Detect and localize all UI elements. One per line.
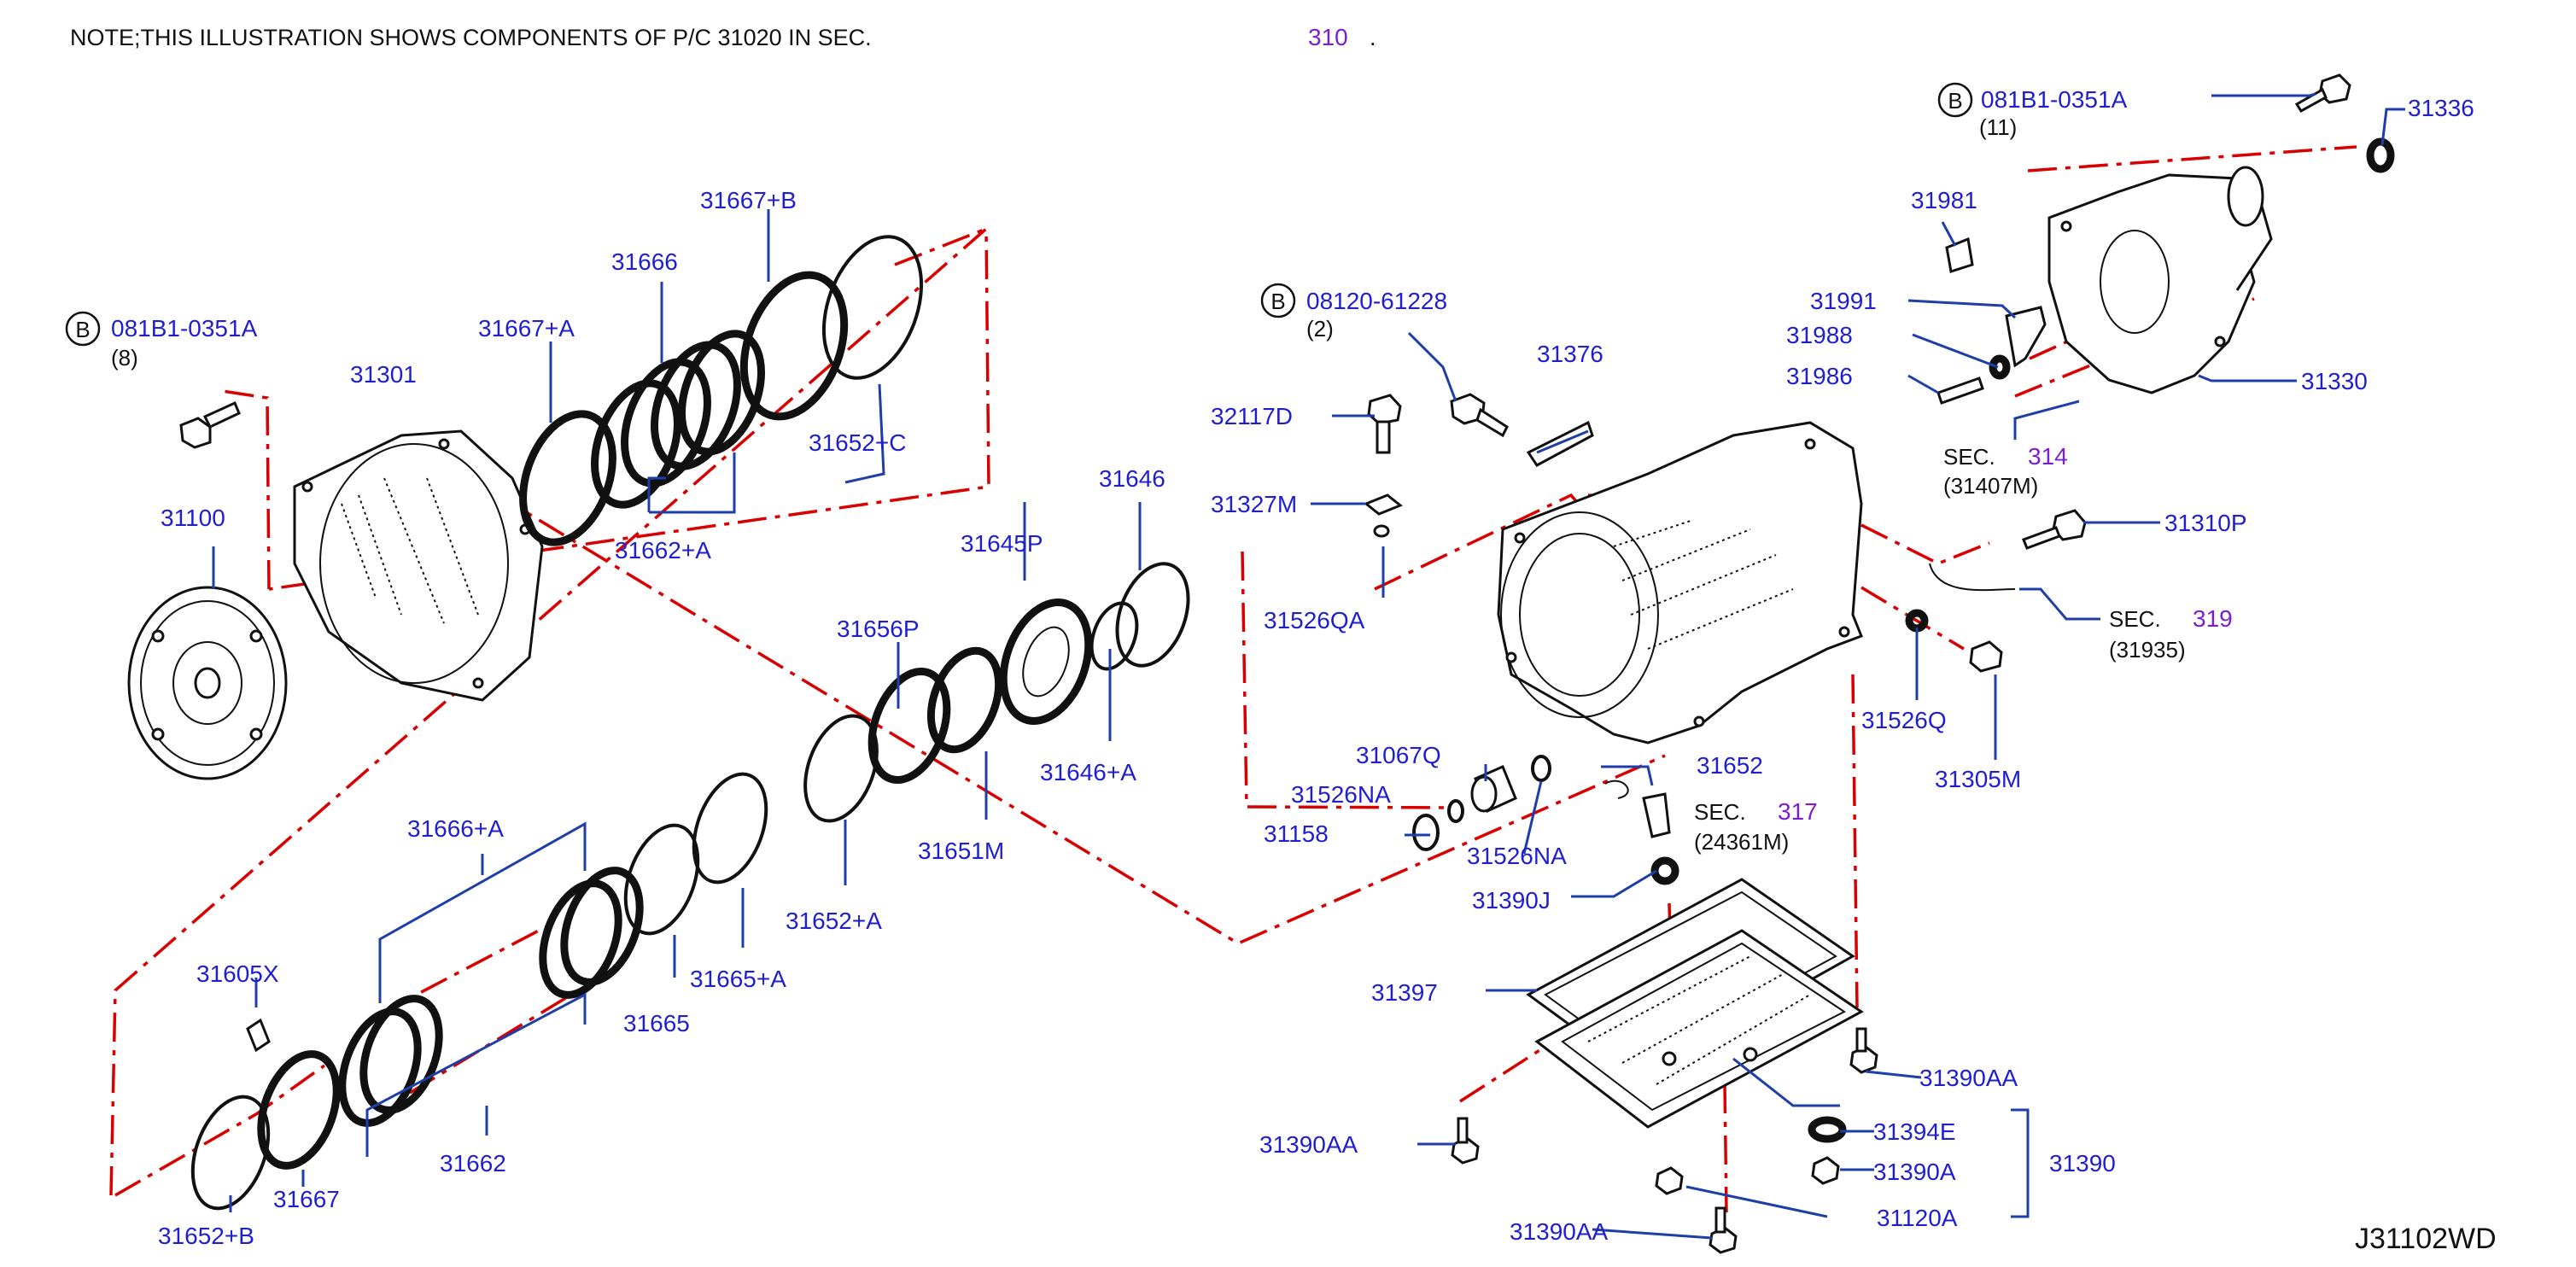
- part-label-31662-A: 31662+A: [615, 537, 711, 563]
- part-label-31390A: 31390A: [1873, 1159, 1956, 1185]
- part-label-31526Q: 31526Q: [1861, 707, 1947, 733]
- bolt-marker-left: B: [65, 311, 101, 347]
- bolt-left-drawing: [179, 400, 241, 449]
- torque-converter-drawing: [127, 586, 288, 780]
- note-suffix: .: [1370, 25, 1376, 50]
- sec314-code: (31407M): [1943, 473, 2038, 499]
- part-label-31667: 31667: [273, 1186, 340, 1212]
- part-label-31390AA-left: 31390AA: [1259, 1131, 1358, 1158]
- part-label-31988: 31988: [1786, 322, 1853, 348]
- part-label-31651M: 31651M: [918, 838, 1004, 864]
- part-label-31645P: 31645P: [961, 530, 1043, 557]
- part-label-31158: 31158: [1264, 820, 1329, 847]
- sec314-number: 314: [2028, 443, 2068, 470]
- converter-housing-drawing: [293, 429, 544, 702]
- part-label-31067Q: 31067Q: [1356, 742, 1441, 768]
- diagram-code: J31102WD: [2355, 1223, 2497, 1255]
- bolt-marker-middle: B: [1260, 283, 1296, 318]
- part-label-31667-A: 31667+A: [478, 315, 575, 342]
- transmission-case-drawing: [1497, 421, 1863, 744]
- part-label-31301: 31301: [350, 361, 417, 388]
- middle-rings-drawing: [803, 562, 1190, 823]
- part-label-31305M: 31305M: [1935, 766, 2021, 792]
- svg-text:B: B: [75, 317, 90, 342]
- oil-pan-drawing: [1526, 856, 1864, 1129]
- part-label-31376: 31376: [1537, 341, 1603, 367]
- part-label-31991: 31991: [1810, 288, 1877, 314]
- part-label-32117D: 32117D: [1211, 403, 1293, 429]
- part-label-31665-A: 31665+A: [690, 966, 786, 992]
- rear-extension-drawing: [2047, 137, 2395, 394]
- small-parts-drawing: [1364, 73, 2351, 1254]
- qty-label-left: (8): [111, 345, 138, 371]
- sec319-number: 319: [2193, 605, 2233, 632]
- part-label-31390AA-right: 31390AA: [1919, 1065, 2018, 1091]
- part-label-31665: 31665: [623, 1010, 690, 1036]
- part-label-31120A: 31120A: [1877, 1205, 1958, 1231]
- qty-label-middle: (2): [1306, 316, 1334, 342]
- part-label-31327M: 31327M: [1211, 491, 1297, 517]
- part-label-31652: 31652: [1697, 752, 1763, 779]
- part-label-31605X: 31605X: [196, 960, 279, 987]
- sec317-number: 317: [1778, 798, 1818, 825]
- upper-clutch-drawing: [519, 235, 924, 546]
- part-label-31397: 31397: [1371, 979, 1438, 1006]
- sec314-prefix: SEC.: [1943, 444, 1995, 470]
- part-label-31390AA-bottom: 31390AA: [1510, 1218, 1609, 1245]
- sec319-prefix: SEC.: [2109, 606, 2161, 632]
- part-label-08120-61228: 08120-61228: [1306, 288, 1447, 314]
- sec319-code: (31935): [2109, 637, 2186, 663]
- part-label-31646-A: 31646+A: [1040, 759, 1136, 785]
- part-label-31390J: 31390J: [1472, 887, 1551, 914]
- qty-label-right: (11): [1979, 114, 2017, 140]
- part-label-31667-B: 31667+B: [700, 187, 797, 213]
- part-label-31652-C: 31652+C: [809, 429, 906, 456]
- part-label-31656P: 31656P: [837, 616, 920, 642]
- part-label-31652-B: 31652+B: [158, 1223, 254, 1249]
- part-label-31652-A: 31652+A: [786, 908, 882, 934]
- part-label-31394E: 31394E: [1873, 1118, 1956, 1145]
- part-label-31981: 31981: [1911, 187, 1977, 213]
- bolt-marker-top-right: B: [1937, 82, 1973, 118]
- part-label-081B1-0351A-left: 081B1-0351A: [111, 315, 258, 342]
- svg-text:B: B: [1948, 88, 1962, 114]
- note-sec-number: 310: [1308, 24, 1348, 50]
- part-label-31666-A: 31666+A: [407, 815, 504, 842]
- part-label-31646: 31646: [1099, 465, 1165, 492]
- part-label-31310P: 31310P: [2164, 510, 2247, 536]
- sec317-code: (24361M): [1694, 829, 1789, 855]
- part-label-31336: 31336: [2408, 95, 2474, 121]
- note-text: NOTE;THIS ILLUSTRATION SHOWS COMPONENTS …: [70, 25, 872, 50]
- part-label-31100: 31100: [161, 505, 225, 531]
- part-label-31986: 31986: [1786, 363, 1853, 389]
- part-label-31390: 31390: [2049, 1150, 2116, 1176]
- part-label-31526NA-right: 31526NA: [1467, 843, 1567, 869]
- sec317-prefix: SEC.: [1694, 799, 1746, 825]
- part-label-31662: 31662: [440, 1150, 506, 1176]
- lower-clutch-drawing: [190, 772, 768, 1211]
- part-label-081B1-0351A-right: 081B1-0351A: [1981, 86, 2128, 113]
- leader-lines: [212, 92, 2405, 1240]
- part-label-31330: 31330: [2301, 368, 2368, 394]
- svg-text:B: B: [1270, 289, 1285, 314]
- part-label-31666: 31666: [611, 248, 678, 275]
- part-label-31526NA-left: 31526NA: [1291, 781, 1391, 808]
- part-label-31526QA: 31526QA: [1264, 607, 1365, 634]
